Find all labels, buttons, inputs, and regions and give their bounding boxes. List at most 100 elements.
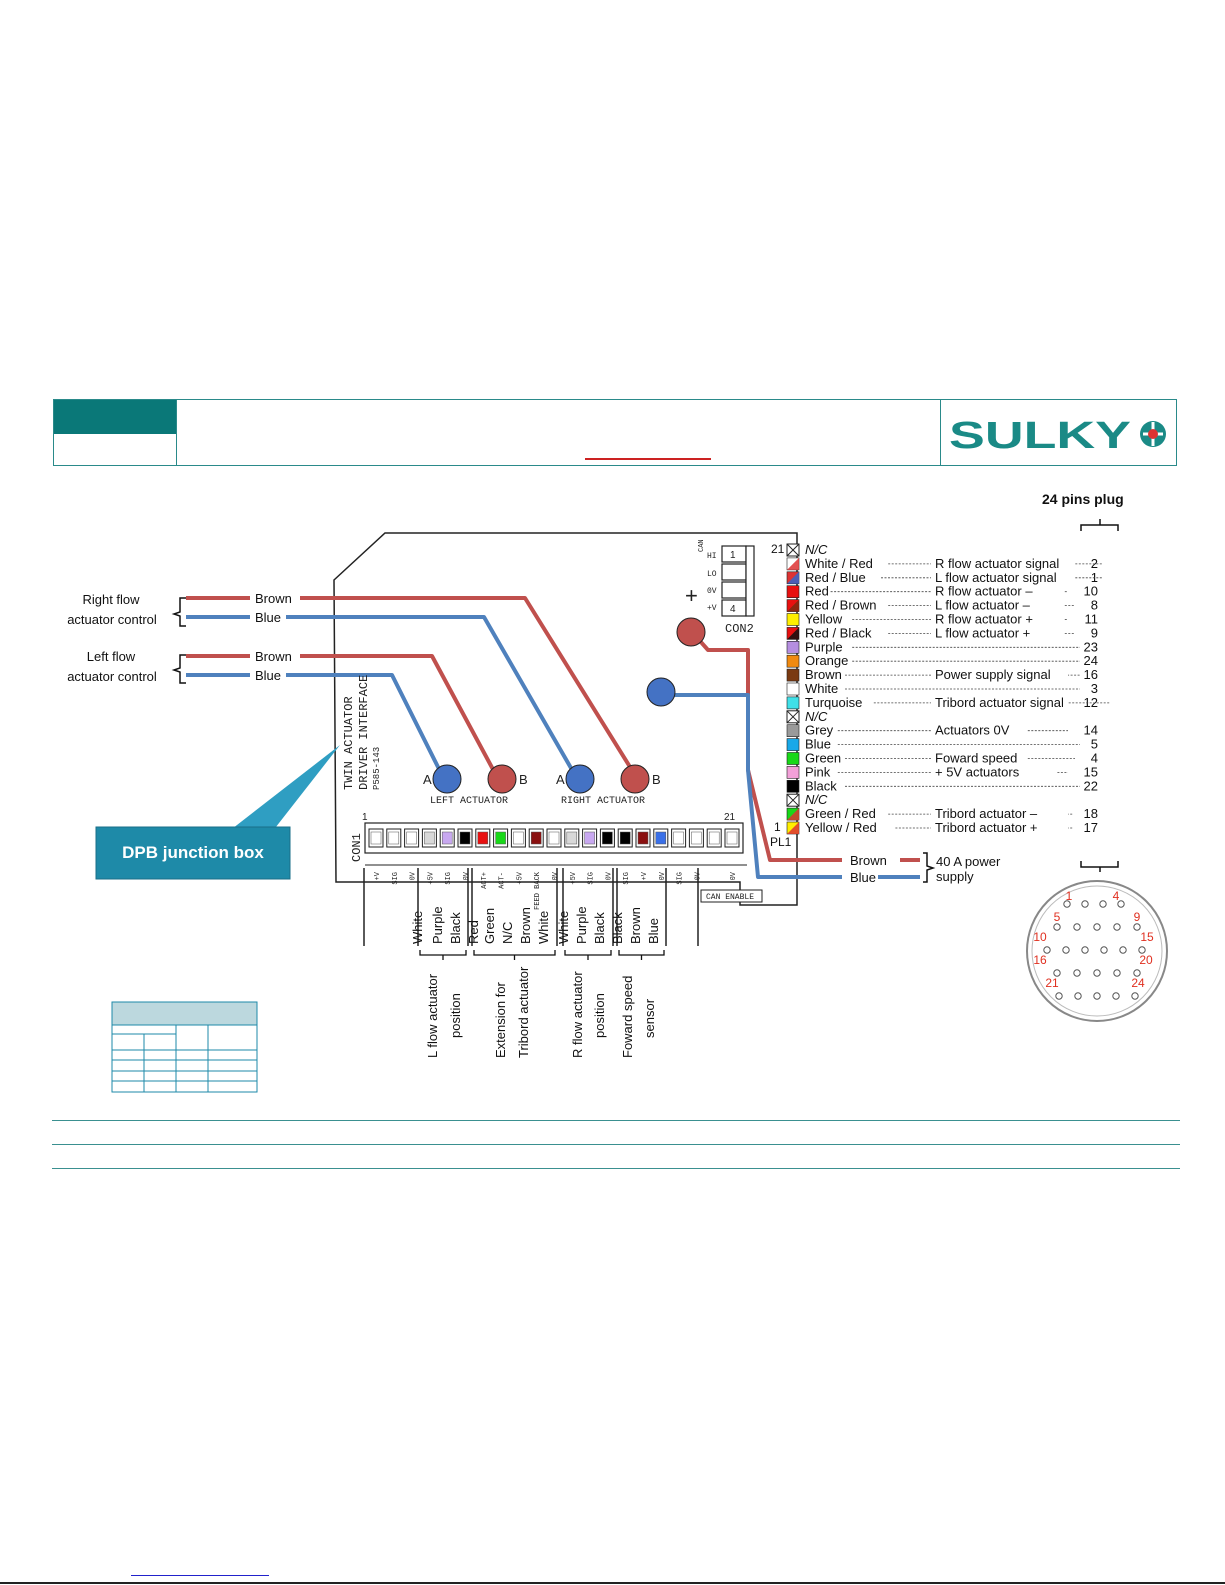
pl1-swatch [786,627,800,640]
pl1-swatch [786,668,800,682]
wire-label: Blue [255,610,281,625]
pl1-row-desc: Power supply signal [935,667,1051,682]
con1-slot-color [726,831,738,845]
con1-wire-label: Blue [646,918,661,944]
con1-wire-label: Green [482,908,497,944]
con1-pin-label: 0V [730,871,738,880]
con2-can-label: CAN [698,539,706,552]
pl1-row-color: Turquoise [805,695,862,710]
left-terminal-b [487,764,517,794]
con1-pin-label: 0V [605,871,613,880]
plug-pin [1113,969,1121,977]
con1-pin-label: +5V [570,871,578,884]
con1-last-num: 21 [724,812,736,823]
pl1-swatch [786,779,800,793]
plug-pin-number: 5 [1054,910,1061,924]
wire-label: Brown [255,649,292,664]
con1-slot-color [441,831,453,845]
con1-slot-color [619,831,631,845]
plug-pin-number: 24 [1131,976,1145,990]
pl1-row-color: Blue [805,737,831,752]
con1-pin-label: +V [374,871,382,880]
wire-left-blue [186,673,444,776]
con1-wire-label: Purple [574,906,589,944]
wire-left-brown [186,654,498,776]
pl1-swatch [786,543,800,557]
pl1-row-color: Red / Black [805,625,872,640]
pl1-swatch [786,807,800,821]
pl1-row-desc: R flow actuator signal [935,556,1059,571]
con1-slot-color [566,831,578,845]
junction-box-callout [95,826,291,880]
con1-group-caption: L flow actuator [425,973,440,1058]
pl1-row-pin: 3 [1091,681,1098,696]
con1-slot-color [691,831,702,845]
page-bottom-rule [0,1582,1225,1584]
con1-slot-color [495,831,506,845]
con1-slots [368,828,740,848]
plug-pin [1119,946,1127,954]
board-side-text: DRIVER INTERFACE [357,675,371,790]
pl1-swatch [786,724,800,738]
con1-slot-color [530,831,542,845]
pl1-label: PL1 [770,835,792,849]
right-control-label: Right flow [82,592,140,607]
con1-group-caption: Extension for [493,981,508,1058]
power-terminal-minus [646,677,676,707]
pl1-swatch [786,640,800,654]
right-terminal-a [565,764,595,794]
power-wire-label: Blue [850,870,876,885]
con2-pin-label: 0V [707,587,717,596]
pl1-row-pin: 17 [1084,820,1098,835]
con1-pin-label: ACT- [499,872,507,889]
power-label: supply [936,869,974,884]
pl1-row-color: N/C [805,542,828,557]
pl1-row-pin: 24 [1084,653,1098,668]
header-box: SULKY [53,399,1177,466]
pl1-row-desc: Foward speed [935,751,1017,766]
group-bracket [564,950,612,960]
con1-pin-label: SIG [392,872,400,885]
group-bracket [618,950,665,960]
wire-label: Blue [255,668,281,683]
terminal-b-label: B [652,772,661,787]
pl1-row-color: Green / Red [805,806,876,821]
pl1-row-desc: Tribord actuator + [935,820,1037,835]
pl1-row-pin: 22 [1084,778,1098,793]
brace-right-control [171,597,186,627]
con2-pin-label: LO [707,570,717,579]
footer-rule [52,1168,1180,1169]
footer-link-underline [131,1575,269,1576]
pl1-top-num: 21 [771,542,785,556]
pl1-row-pin: 23 [1084,639,1098,654]
con2-pin-label: +V [707,604,717,613]
pl1-swatch [786,710,800,724]
pl1-row-desc: L flow actuator signal [935,570,1057,585]
header-divider [176,400,177,465]
pl1-bottom-num: 1 [774,820,781,834]
con1-first-num: 1 [362,812,368,823]
con1-group-caption: position [592,993,607,1038]
con1-pin-label: 0V [659,871,667,880]
plug-pin [1112,992,1120,1000]
pl1-row-pin: 2 [1091,556,1098,571]
con1-slot-color [673,831,684,845]
board-side-text: TWIN ACTUATOR [342,696,356,790]
pl1-row-color: Red / Brown [805,598,877,613]
plug-pin [1043,946,1051,954]
plug-pin [1073,923,1081,931]
plug-pin [1133,969,1141,977]
left-control-label: Left flow [87,649,136,664]
con1-pin-label: ACT+ [481,872,489,889]
pl1-row-pin: 14 [1084,723,1098,738]
plug-pin-number: 10 [1033,930,1047,944]
power-label: 40 A power [936,854,1001,869]
pl1-row-pin: 12 [1084,695,1098,710]
pl1-swatch [786,738,800,751]
plug-pin [1055,992,1063,1000]
con1-wire-label: N/C [500,922,515,944]
pl1-row-color: Yellow / Red [805,820,877,835]
